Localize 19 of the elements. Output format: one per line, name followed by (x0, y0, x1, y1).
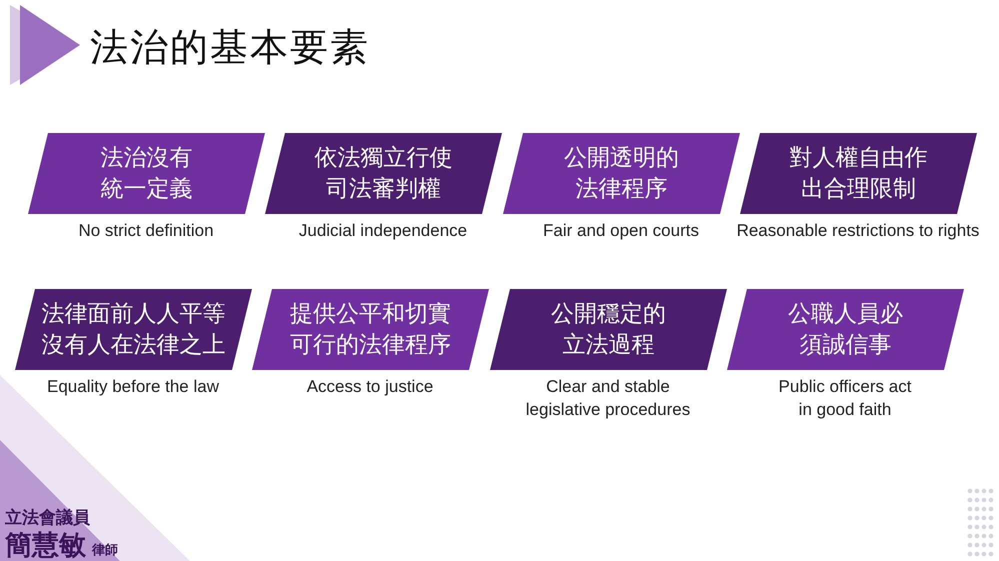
node-text: 法治沒有統一定義 (99, 144, 194, 204)
node-text: 對人權自由作出合理限制 (788, 144, 928, 204)
node-text: 法律面前人人平等沒有人在法律之上 (40, 300, 226, 360)
caption-text: Equality before the law (46, 376, 220, 398)
footer-text: 立法會議員 (5, 507, 90, 529)
caption-text: Access to justice (306, 376, 434, 398)
slide-title: 法治的基本要素 (90, 24, 370, 71)
node-text: 公開穩定的立法過程 (550, 300, 667, 360)
caption-text: Clear and stable legislative procedures (524, 376, 692, 421)
footer-name: 簡慧敏 (5, 529, 86, 561)
caption-text: Reasonable restrictions to rights (736, 220, 980, 242)
node-text: 依法獨立行使司法審判權 (313, 144, 454, 204)
footer-text: 律師 (92, 542, 118, 559)
node-text: 公開透明的法律程序 (562, 144, 680, 204)
caption-text: Judicial independence (298, 220, 468, 242)
caption-text: Public officers act in good faith (778, 376, 912, 421)
node-text: 公職人員必須誠信事 (786, 300, 904, 360)
node-text: 提供公平和切實可行的法律程序 (288, 300, 452, 360)
caption-text: No strict definition (77, 220, 215, 242)
